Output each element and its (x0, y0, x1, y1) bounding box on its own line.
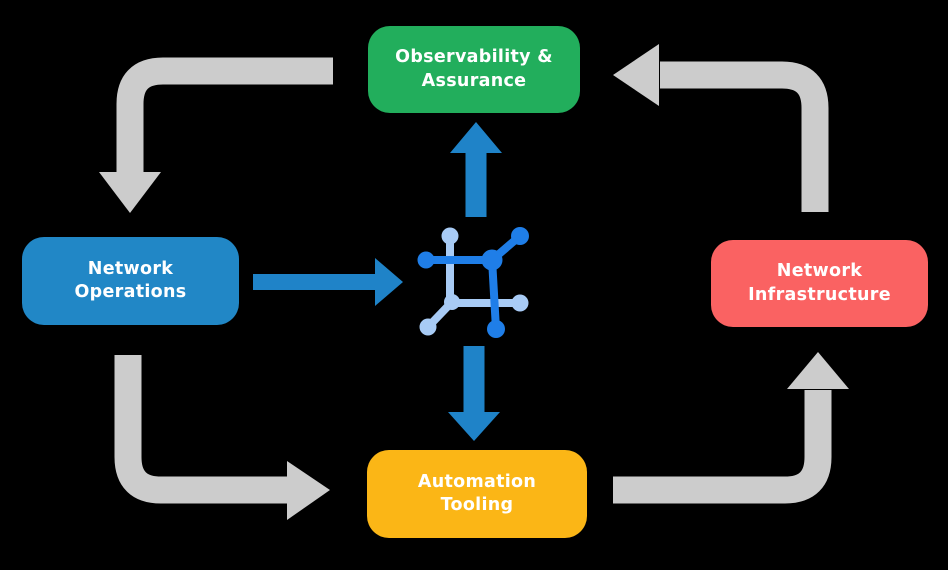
arrow-infrastructure-to-observability (613, 44, 829, 212)
node-observability-assurance: Observability & Assurance (368, 26, 580, 113)
node-automation-tooling: Automation Tooling (367, 450, 587, 538)
arrow-shaft (660, 61, 829, 212)
icon-node (441, 227, 459, 245)
node-label-line2: Infrastructure (748, 284, 891, 305)
arrow-center-to-automation (448, 346, 500, 441)
icon-line (488, 255, 500, 333)
node-network-infrastructure: Network Infrastructure (711, 240, 928, 327)
icon-node (419, 318, 437, 336)
arrow-observability-to-operations (99, 57, 333, 213)
arrow-head-right-icon (287, 461, 330, 520)
node-label-line2: Assurance (421, 70, 527, 91)
icon-node (511, 227, 529, 245)
arrow-head-down-icon (448, 412, 500, 441)
arrow-shaft (613, 390, 832, 504)
node-label-line1: Network (776, 261, 863, 282)
icon-node (444, 294, 460, 310)
node-label-line1: Network (87, 258, 174, 279)
arrow-head-right-icon (375, 258, 403, 306)
node-label-line1: Automation (417, 471, 537, 492)
arrow-operations-to-center (253, 258, 403, 306)
network-mesh-icon (417, 227, 529, 338)
arrow-operations-to-automation (114, 355, 330, 520)
arrow-head-up-icon (450, 122, 502, 153)
arrow-head-left-icon (613, 44, 659, 106)
icon-node (481, 249, 503, 271)
arrow-automation-to-infrastructure (613, 352, 849, 504)
icon-node (417, 251, 435, 269)
node-label-line1: Observability & (395, 47, 553, 68)
arrow-shaft (114, 355, 289, 504)
node-network-operations: Network Operations (22, 237, 239, 325)
arrow-shaft (116, 57, 333, 174)
arrow-head-up-icon (787, 352, 849, 389)
arrow-center-to-observability (450, 122, 502, 217)
icon-node (487, 320, 505, 338)
node-label-line2: Tooling (440, 495, 514, 515)
arrow-head-down-icon (99, 172, 161, 213)
node-label-line2: Operations (74, 282, 187, 302)
network-mesh-icon-dark (417, 227, 529, 338)
network-mesh-icon-light (419, 227, 529, 336)
icon-node (511, 294, 529, 312)
